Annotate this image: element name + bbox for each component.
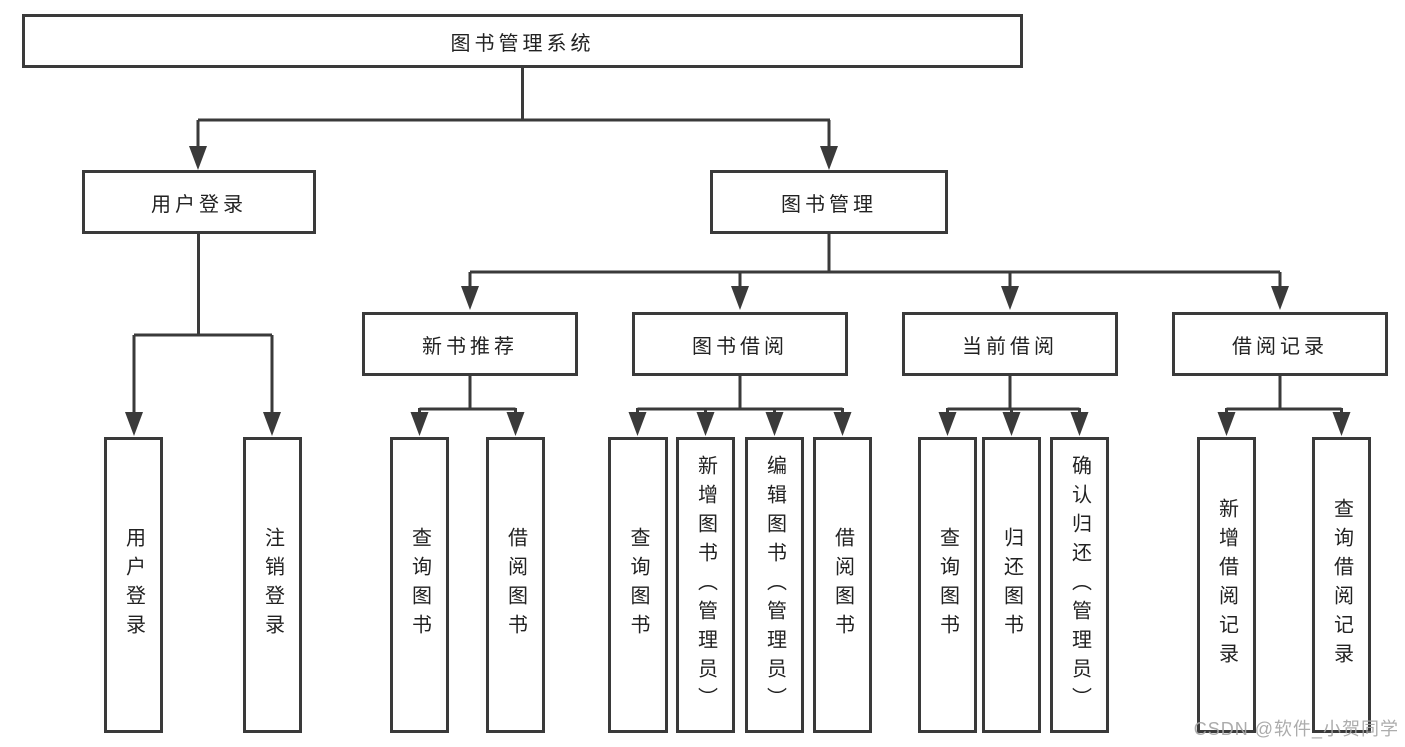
arrowhead xyxy=(461,286,479,310)
node-label: 查询图书 xyxy=(408,527,431,643)
arrowhead xyxy=(833,412,852,436)
leaf-borrow-books-recommend: 借阅图书 xyxy=(486,437,545,733)
arrowhead xyxy=(1001,286,1019,310)
node-label: 借阅图书 xyxy=(504,527,527,643)
arrowhead xyxy=(410,412,429,436)
node-label: 新增图书（管理员） xyxy=(694,454,717,716)
leaf-edit-books-admin: 编辑图书（管理员） xyxy=(745,437,804,733)
leaf-borrow-books-borrow: 借阅图书 xyxy=(813,437,872,733)
connector-new-book-recommend-to-leaves xyxy=(418,376,517,416)
csdn-watermark: CSDN @软件_小贺同学 xyxy=(1193,719,1399,739)
node-label: 图书管理 xyxy=(781,193,877,216)
node-label: 用户登录 xyxy=(151,193,247,216)
node-new-book-recommend: 新书推荐 xyxy=(362,312,578,376)
arrowhead xyxy=(696,412,715,436)
arrowhead xyxy=(765,412,784,436)
arrowhead xyxy=(1271,286,1289,310)
leaf-user-login: 用户登录 xyxy=(104,437,163,733)
node-book-borrow: 图书借阅 xyxy=(632,312,848,376)
node-label: 注销登录 xyxy=(261,527,284,643)
connector-book-management-to-level3 xyxy=(468,234,1282,290)
node-current-borrow: 当前借阅 xyxy=(902,312,1118,376)
arrowhead xyxy=(820,146,838,170)
node-book-management: 图书管理 xyxy=(710,170,948,234)
node-label: 新书推荐 xyxy=(422,335,518,358)
arrowhead xyxy=(125,412,143,436)
arrowhead xyxy=(1070,412,1089,436)
arrowhead xyxy=(1217,412,1236,436)
arrowhead xyxy=(1332,412,1351,436)
connector-user-login-to-leaves xyxy=(132,234,274,416)
node-label: 查询图书 xyxy=(627,527,649,643)
arrowhead xyxy=(1002,412,1021,436)
node-label: 当前借阅 xyxy=(962,335,1058,358)
connector-book-borrow-to-leaves xyxy=(636,376,844,416)
leaf-return-books: 归还图书 xyxy=(982,437,1041,733)
node-label: 查询图书 xyxy=(936,527,959,643)
node-label: 用户登录 xyxy=(122,527,145,643)
arrowhead xyxy=(628,412,647,436)
node-label: 归还图书 xyxy=(1000,527,1023,643)
node-root-library-system: 图书管理系统 xyxy=(22,14,1023,68)
arrowhead xyxy=(731,286,749,310)
node-label: 新增借阅记录 xyxy=(1215,498,1238,672)
leaf-logout: 注销登录 xyxy=(243,437,302,733)
connector-current-borrow-to-leaves xyxy=(946,376,1081,416)
leaf-add-books-admin: 新增图书（管理员） xyxy=(676,437,735,733)
leaf-query-books-current: 查询图书 xyxy=(918,437,977,733)
leaf-confirm-return-admin: 确认归还（管理员） xyxy=(1050,437,1109,733)
arrowhead xyxy=(506,412,525,436)
node-label: 借阅图书 xyxy=(831,527,854,643)
leaf-add-borrow-record: 新增借阅记录 xyxy=(1197,437,1256,733)
node-label: 查询借阅记录 xyxy=(1330,498,1353,672)
arrowhead xyxy=(938,412,957,436)
node-label: 图书管理系统 xyxy=(450,32,595,55)
arrowheads xyxy=(125,146,1351,436)
node-label: 借阅记录 xyxy=(1232,335,1328,358)
node-label: 确认归还（管理员） xyxy=(1068,454,1091,716)
arrowhead xyxy=(263,412,281,436)
connector-borrow-records-to-leaves xyxy=(1225,376,1343,416)
arrowhead xyxy=(189,146,207,170)
node-label: 编辑图书（管理员） xyxy=(763,454,786,716)
node-user-login: 用户登录 xyxy=(82,170,316,234)
node-label: 图书借阅 xyxy=(692,335,788,358)
leaf-query-borrow-record: 查询借阅记录 xyxy=(1312,437,1371,733)
node-borrow-records: 借阅记录 xyxy=(1172,312,1388,376)
leaf-query-books-borrow: 查询图书 xyxy=(608,437,668,733)
leaf-query-books-recommend: 查询图书 xyxy=(390,437,449,733)
connector-root-to-level2 xyxy=(196,68,831,150)
